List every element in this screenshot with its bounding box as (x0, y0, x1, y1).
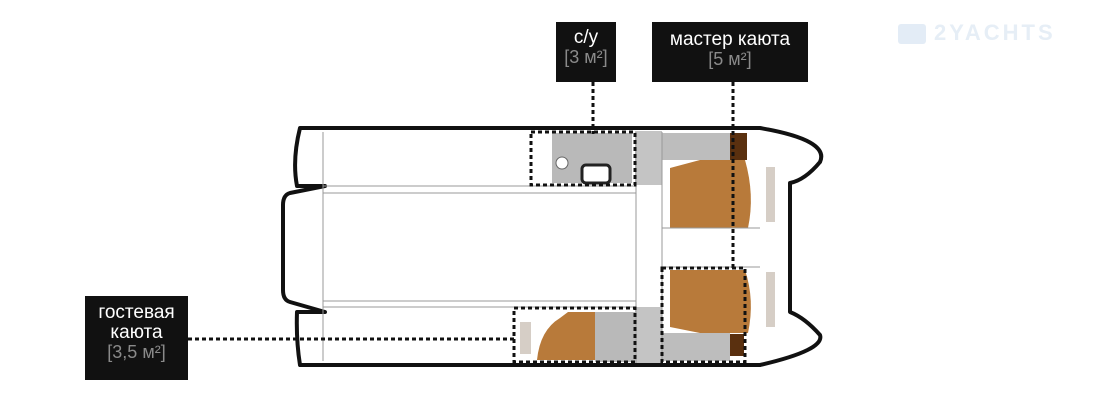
toilet (555, 156, 569, 170)
nightstand-3 (520, 322, 531, 354)
stairs-top (635, 131, 662, 185)
guest-cabin-label: гостевая каюта [3,5 м²] (85, 296, 188, 380)
master-area-outline (660, 266, 747, 364)
hull-outline (281, 126, 824, 367)
guest-bed (537, 312, 595, 360)
master-bed-top (670, 160, 751, 228)
guest-area-outline (512, 306, 637, 364)
watermark: 2YACHTS (898, 20, 1056, 46)
wc-label: с/у [3 м²] (556, 22, 616, 82)
master-corridor-bottom (662, 333, 730, 361)
sink (580, 163, 612, 185)
wardrobe-bottom (730, 334, 744, 356)
master-corridor-top (662, 133, 730, 160)
master-bed-bottom (670, 270, 751, 333)
nightstand-2 (766, 272, 775, 327)
nightstand-1 (766, 167, 775, 222)
logo-icon (898, 24, 926, 45)
stairs-bottom (635, 307, 662, 363)
master-cabin-label: мастер каюта [5 м²] (652, 22, 808, 82)
wc-area-outline (529, 130, 637, 187)
guest-floor (595, 312, 635, 362)
